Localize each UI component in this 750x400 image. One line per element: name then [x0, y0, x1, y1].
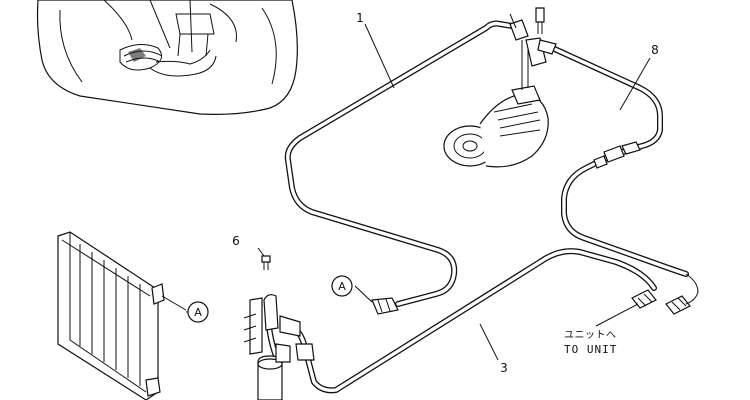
part-label-8: 8	[651, 43, 659, 57]
bolt-part-6	[261, 255, 271, 270]
part-label-3: 3	[500, 361, 508, 375]
pipe-3	[287, 248, 657, 394]
part-label-1: 1	[356, 11, 364, 25]
to-unit-japanese: ユニットへ	[564, 330, 617, 341]
callout-a-left-text: A	[194, 306, 202, 319]
to-unit-english: TO UNIT	[564, 343, 617, 356]
callout-a-right-text: A	[338, 280, 346, 293]
condenser	[57, 231, 187, 400]
receiver-drier	[243, 294, 315, 400]
evaporator-unit	[36, 0, 298, 115]
unit-fittings	[631, 273, 699, 315]
part-label-6: 6	[232, 234, 240, 248]
pipe-8	[545, 43, 689, 277]
callout-a-right: A	[331, 275, 353, 297]
callout-a-left: A	[187, 301, 209, 323]
pipe-1	[284, 20, 515, 315]
compressor	[443, 7, 557, 168]
